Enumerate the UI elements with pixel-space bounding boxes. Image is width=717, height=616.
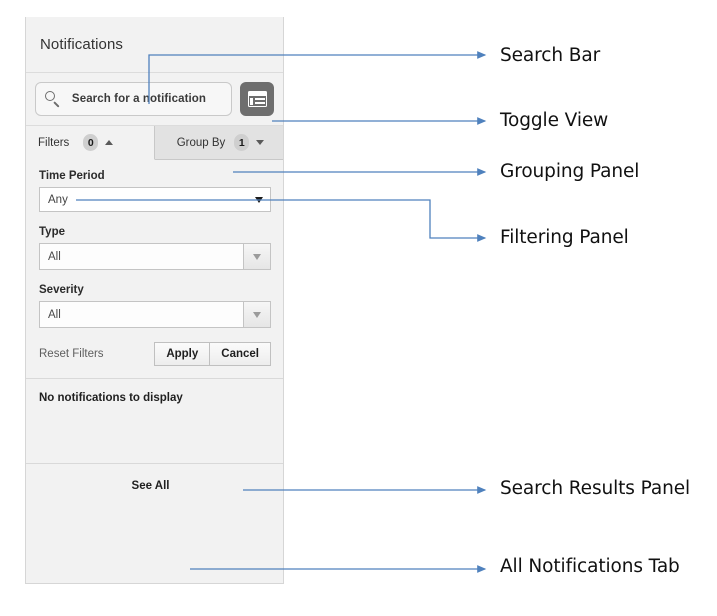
time-period-label: Time Period xyxy=(39,170,105,182)
page-title: Notifications xyxy=(40,36,124,53)
caret-down-icon[interactable] xyxy=(256,140,265,145)
reset-filters-link[interactable]: Reset Filters xyxy=(39,348,104,360)
all-notifications-tab[interactable]: See All xyxy=(26,464,283,507)
tab-group-by[interactable]: Group By 1 xyxy=(155,126,283,159)
annotation-toggle-view: Toggle View xyxy=(500,110,609,131)
filtering-panel: Time Period Any Type All Severity All xyxy=(26,160,283,379)
annotation-search-results-panel: Search Results Panel xyxy=(500,478,691,499)
annotation-all-notifications-tab: All Notifications Tab xyxy=(500,556,680,577)
panel-tabs: Filters 0 Group By 1 xyxy=(26,126,283,160)
apply-button[interactable]: Apply xyxy=(154,342,211,366)
chevron-down-icon xyxy=(253,311,261,318)
search-icon xyxy=(45,91,61,107)
chevron-down-icon xyxy=(253,253,261,260)
type-select[interactable]: All xyxy=(39,243,271,270)
severity-dropdown-button[interactable] xyxy=(243,302,270,327)
time-period-select[interactable]: Any xyxy=(39,187,271,212)
type-label: Type xyxy=(39,226,65,238)
time-period-value: Any xyxy=(48,193,68,206)
type-dropdown-button[interactable] xyxy=(243,244,270,269)
search-placeholder: Search for a notification xyxy=(71,93,207,105)
type-value: All xyxy=(48,250,61,263)
annotation-filtering-panel: Filtering Panel xyxy=(500,227,629,248)
tab-filters-label: Filters xyxy=(38,136,70,149)
notifications-panel: Notifications Search for a notification … xyxy=(25,17,284,584)
annotation-search-bar: Search Bar xyxy=(500,45,601,66)
see-all-label: See All xyxy=(131,479,170,492)
caret-up-icon[interactable] xyxy=(105,140,114,145)
annotation-grouping-panel: Grouping Panel xyxy=(500,161,640,182)
tab-filters[interactable]: Filters 0 xyxy=(26,126,155,160)
search-results-panel: No notifications to display xyxy=(26,379,283,464)
search-bar: Search for a notification xyxy=(26,73,283,126)
cancel-button[interactable]: Cancel xyxy=(210,342,271,366)
chevron-down-icon xyxy=(255,196,263,203)
tab-group-by-label: Group By xyxy=(176,136,226,149)
tab-group-by-badge: 1 xyxy=(234,134,250,151)
toggle-view-button[interactable] xyxy=(240,82,274,116)
panel-header: Notifications xyxy=(26,17,283,73)
empty-state-message: No notifications to display xyxy=(39,392,183,404)
severity-label: Severity xyxy=(39,284,84,296)
search-input[interactable]: Search for a notification xyxy=(35,82,232,116)
tab-filters-badge: 0 xyxy=(83,134,99,151)
severity-value: All xyxy=(48,308,61,321)
toggle-view-icon xyxy=(247,91,267,107)
filter-actions: Reset Filters Apply Cancel xyxy=(39,342,271,366)
severity-select[interactable]: All xyxy=(39,301,271,328)
